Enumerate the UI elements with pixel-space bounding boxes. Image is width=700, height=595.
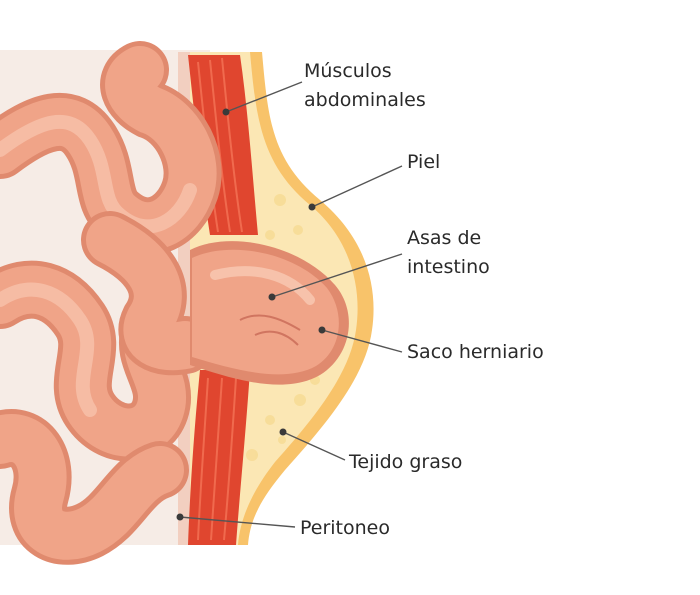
label-peritoneo: Peritoneo <box>300 517 390 539</box>
leader-piel <box>311 165 403 208</box>
dot-asas <box>268 293 276 301</box>
label-piel: Piel <box>407 151 440 173</box>
leader-asas <box>271 253 403 298</box>
herniated-loop-fold <box>239 314 301 346</box>
leader-tejido <box>282 431 346 461</box>
leader-musculos <box>225 81 303 113</box>
label-tejido: Tejido graso <box>348 451 462 473</box>
leader-saco <box>321 329 403 353</box>
dot-musculos <box>222 108 230 116</box>
label-musculos-line2: abdominales <box>304 89 426 111</box>
label-asas-line1: Asas de <box>407 227 481 249</box>
intestine-loops <box>0 41 222 565</box>
leader-peritoneo <box>179 516 296 528</box>
lower-muscle-fibers <box>197 377 237 541</box>
dot-peritoneo <box>176 513 184 521</box>
herniated-loop-highlight <box>210 266 315 305</box>
dot-piel <box>308 203 316 211</box>
label-musculos-line1: Músculos <box>304 60 392 82</box>
herniated-loop <box>192 249 339 375</box>
label-asas-line2: intestino <box>407 256 490 278</box>
label-saco: Saco herniario <box>407 341 544 363</box>
dot-tejido <box>279 428 287 436</box>
dot-saco <box>318 326 326 334</box>
